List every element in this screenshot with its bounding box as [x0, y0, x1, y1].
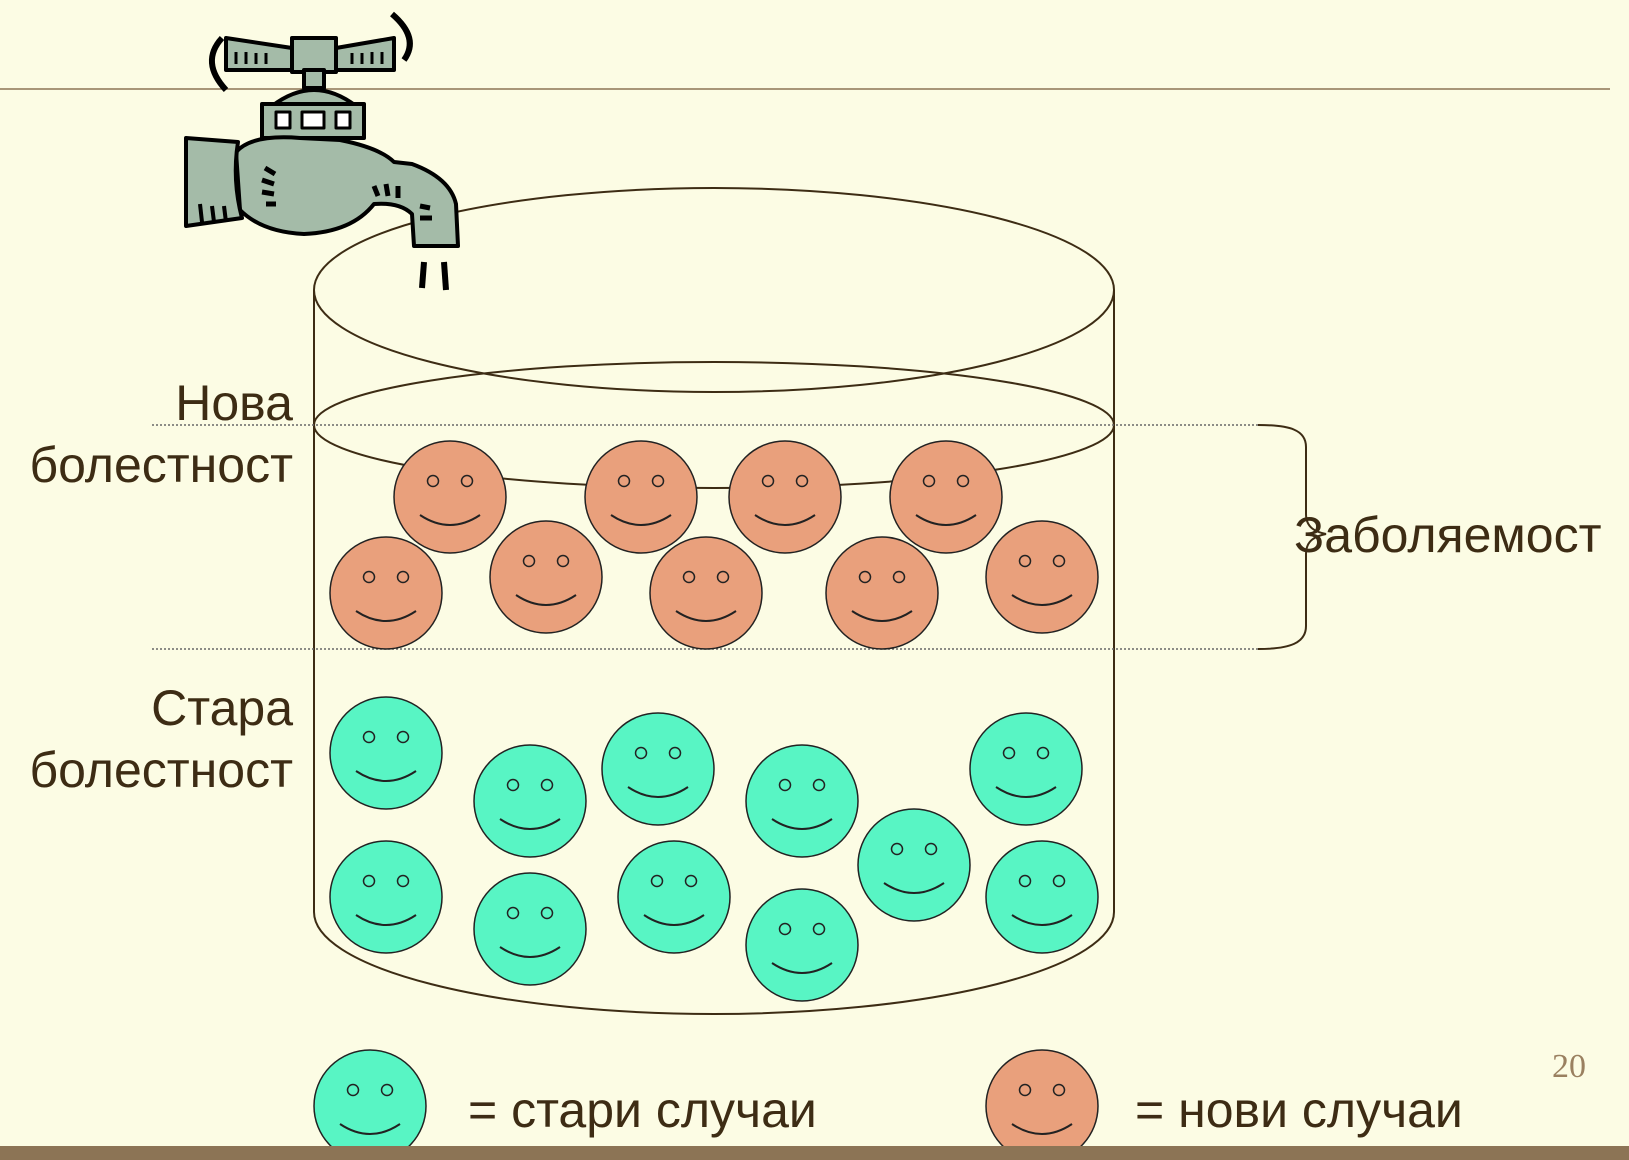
legend-old-cases-label: = стари случаи [468, 1082, 817, 1138]
old-case-smiley-icon [617, 840, 731, 954]
old-case-smiley-icon [745, 888, 859, 1002]
new-case-smiley-icon [889, 440, 1003, 554]
new-case-smiley-icon [393, 440, 507, 554]
page-number: 20 [1552, 1048, 1586, 1085]
footer-bar [0, 1146, 1629, 1160]
new-case-smiley-icon [584, 440, 698, 554]
old-case-smiley-icon [473, 872, 587, 986]
incidence-brace [1257, 424, 1327, 650]
old-case-smiley-icon [857, 808, 971, 922]
new-case-smiley-icon [728, 440, 842, 554]
new-case-smiley-icon [985, 520, 1099, 634]
new-case-smiley-icon [489, 520, 603, 634]
new-case-smiley-icon [825, 536, 939, 650]
old-case-smiley-icon [969, 712, 1083, 826]
old-case-smiley-icon [985, 840, 1099, 954]
jar-bottom [313, 911, 1115, 1015]
old-case-smiley-icon [329, 840, 443, 954]
water-tap-icon [184, 11, 460, 291]
label-incidence: Заболяемост [1294, 507, 1602, 563]
label-old-prevalence: Стара болестност [29, 680, 293, 798]
old-case-smiley-icon [601, 712, 715, 826]
smiley-faces-group [313, 440, 1099, 1160]
legend-new-case-smiley-icon [985, 1049, 1099, 1160]
old-case-smiley-icon [745, 744, 859, 858]
label-new-prevalence: Нова болестност [29, 375, 293, 493]
legend-new-cases-label: = нови случаи [1135, 1082, 1463, 1138]
old-case-smiley-icon [329, 696, 443, 810]
old-case-smiley-icon [473, 744, 587, 858]
new-case-smiley-icon [329, 536, 443, 650]
legend-old-case-smiley-icon [313, 1049, 427, 1160]
new-case-smiley-icon [649, 536, 763, 650]
